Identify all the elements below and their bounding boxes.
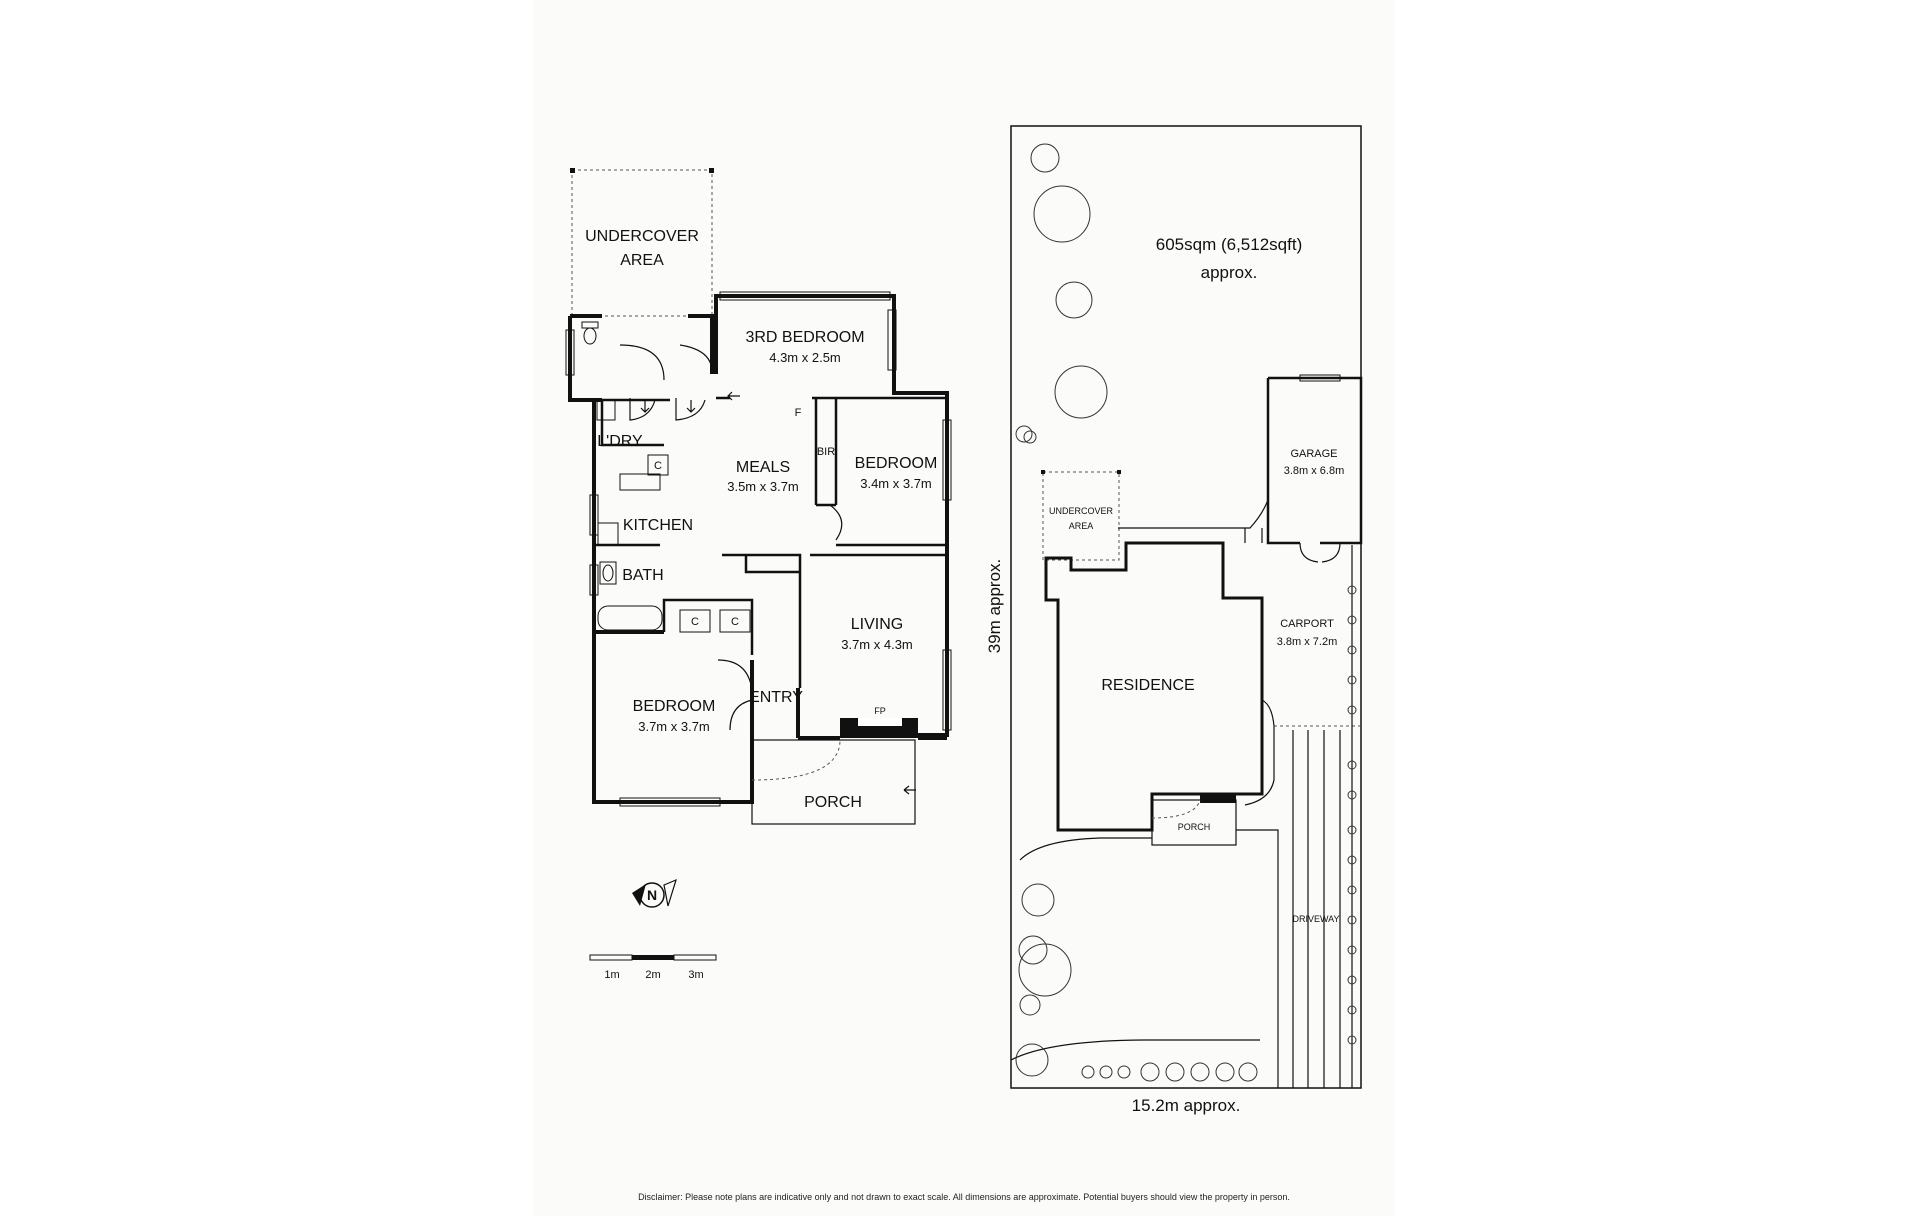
garden-bed-edge-lower — [1010, 1039, 1260, 1061]
driveway-edge — [1236, 829, 1279, 1088]
door-arrows — [640, 391, 740, 413]
fixtures — [581, 321, 751, 633]
third-bedroom-dims: 4.3m x 2.5m — [769, 350, 841, 365]
site-depth-label: 39m approx. — [985, 559, 1004, 654]
fridge-label: F — [795, 407, 802, 419]
garage-walls — [1266, 376, 1363, 545]
post-marker — [1041, 470, 1045, 474]
porch-label: PORCH — [804, 794, 862, 811]
site-undercover-label-line2: AREA — [1069, 521, 1094, 531]
north-arrow-icon: N — [632, 878, 677, 908]
driveway-label: DRIVEWAY — [1292, 914, 1339, 924]
porch-outline — [751, 739, 916, 825]
floor-plan: UNDERCOVER AREA 3RD BEDROOM 4.3m x 2.5m … — [565, 168, 952, 981]
bath-label: BATH — [622, 567, 663, 584]
carport-dims: 3.8m x 7.2m — [1277, 636, 1338, 648]
living-dims: 3.7m x 4.3m — [841, 637, 913, 652]
entry-label: ENTRY — [749, 689, 803, 706]
north-label: N — [647, 887, 657, 903]
bir-label: BIR — [817, 446, 835, 458]
site-plan: 605sqm (6,512sqft) approx. RESIDENCE UND… — [985, 125, 1363, 1115]
fp-label: FP — [874, 706, 886, 716]
cupboard-label: C — [691, 616, 699, 628]
meals-dims: 3.5m x 3.7m — [727, 479, 799, 494]
residence-outline — [1044, 541, 1264, 832]
porch-door-swing — [751, 739, 841, 781]
bir-walls — [814, 398, 838, 507]
path-edge — [1244, 528, 1263, 543]
driveway-strips — [1292, 545, 1353, 1088]
garage-dims: 3.8m x 6.8m — [1284, 465, 1345, 477]
site-porch-label: PORCH — [1178, 822, 1211, 832]
site-area-approx-label: approx. — [1201, 263, 1258, 282]
bath-walls — [594, 543, 754, 655]
disclaimer-text: Disclaimer: Please note plans are indica… — [638, 1192, 1290, 1202]
site-area-label: 605sqm (6,512sqft) — [1156, 235, 1302, 254]
scale-label-2m: 2m — [645, 969, 660, 981]
scale-label-3m: 3m — [688, 969, 703, 981]
kitchen-label: KITCHEN — [623, 517, 693, 534]
laundry-label: L'DRY — [597, 433, 643, 450]
site-width-label: 15.2m approx. — [1132, 1096, 1241, 1115]
site-undercover-outline — [1042, 471, 1120, 561]
carport-edge — [1244, 699, 1275, 806]
bedroom-west-dims: 3.7m x 3.7m — [638, 719, 710, 734]
post-marker — [570, 168, 575, 173]
plan-sheet — [533, 0, 1395, 1216]
undercover-area-outline — [571, 169, 713, 317]
carport-label: CARPORT — [1280, 618, 1334, 630]
bedroom-east-dims: 3.4m x 3.7m — [860, 476, 932, 491]
garden-bed-edge — [1019, 837, 1152, 861]
wc-wall — [568, 316, 602, 402]
scale-label-1m: 1m — [604, 969, 619, 981]
site-undercover-label-line1: UNDERCOVER — [1049, 506, 1114, 516]
garage-label: GARAGE — [1290, 448, 1337, 460]
garage-window — [1299, 374, 1341, 382]
third-bedroom-label: 3RD BEDROOM — [745, 329, 864, 346]
bedroom-east-label: BEDROOM — [855, 455, 938, 472]
living-label: LIVING — [851, 616, 903, 633]
site-porch — [1151, 799, 1237, 846]
cupboard-label: C — [731, 616, 739, 628]
site-fireplace — [1200, 793, 1236, 803]
scale-bar: 1m 2m 3m — [589, 954, 717, 981]
garage-door-swing — [1299, 542, 1341, 563]
porch-arrow — [903, 785, 916, 795]
trees — [1015, 143, 1357, 1082]
site-boundary — [1010, 125, 1362, 1089]
residence-label: RESIDENCE — [1101, 677, 1194, 694]
garden-path — [1118, 499, 1269, 529]
fireplace-hearth — [858, 718, 902, 726]
meals-label: MEALS — [736, 459, 790, 476]
living-walls — [722, 553, 947, 688]
undercover-label-line2: AREA — [620, 252, 664, 269]
post-marker — [709, 168, 714, 173]
door-swings — [619, 344, 843, 731]
undercover-label-line1: UNDERCOVER — [585, 228, 699, 245]
site-porch-door — [1151, 799, 1201, 819]
bedroom-west-label: BEDROOM — [633, 698, 716, 715]
cupboard-label: C — [654, 460, 662, 472]
windows — [565, 291, 952, 807]
post-marker — [1117, 470, 1121, 474]
hall-wall — [744, 555, 800, 574]
